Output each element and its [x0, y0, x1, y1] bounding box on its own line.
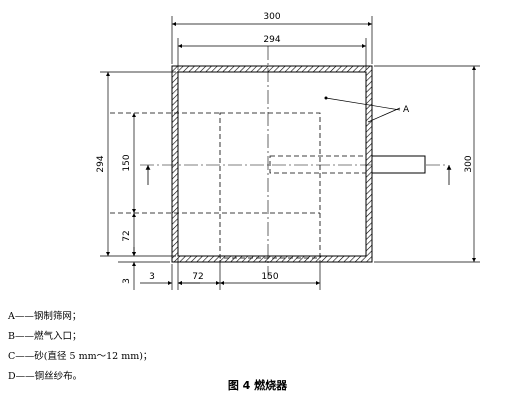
inlet-arrows	[145, 165, 452, 185]
dim-bottom-3: 3	[149, 272, 155, 282]
dim-left-72: 72	[122, 230, 132, 241]
dim-left-150: 150	[122, 154, 132, 171]
dim-right-300: 300	[464, 155, 474, 172]
dim-bottom-72: 72	[192, 272, 203, 282]
burner-drawing: 300 294 294 150 72 3 300 3 72 150 A	[96, 12, 480, 290]
container-wall	[171, 65, 373, 263]
figure-caption: 图 4 燃烧器	[227, 379, 288, 392]
legend-item: C——砂(直径 5 mm～12 mm)；	[8, 351, 153, 362]
legend: A——钢制筛网； B——燃气入口； C——砂(直径 5 mm～12 mm)； D…	[8, 307, 152, 387]
legend-item: A——钢制筛网；	[8, 311, 82, 322]
callout-label-a: A	[403, 105, 410, 115]
dim-top-294: 294	[263, 35, 280, 45]
legend-item: B——燃气入口；	[8, 331, 82, 342]
callout-dot	[324, 96, 328, 100]
legend-item: D——铜丝纱布。	[8, 371, 83, 382]
dim-top-300: 300	[263, 12, 280, 22]
dimension-lines	[100, 16, 480, 290]
dim-left-3: 3	[122, 278, 132, 284]
gas-inlet-pipe	[371, 155, 426, 174]
dim-bottom-150: 150	[261, 272, 278, 282]
hidden-lines	[110, 112, 367, 259]
dim-left-294: 294	[96, 155, 106, 172]
